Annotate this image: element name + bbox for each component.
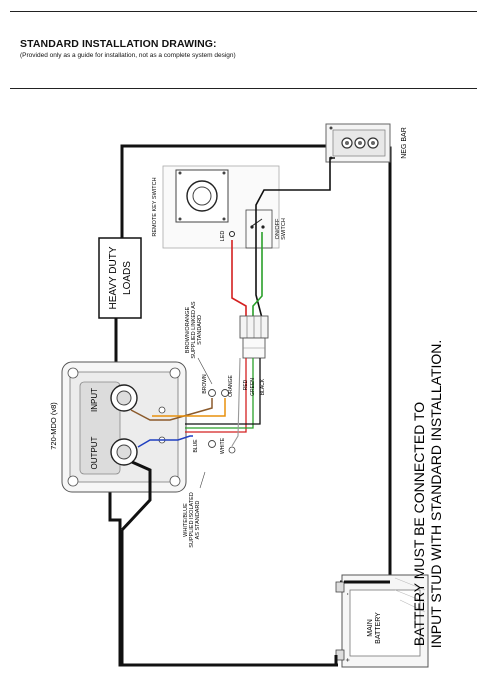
input-stud-nut — [116, 390, 132, 406]
mdo-unit — [61, 361, 187, 493]
screw-icon — [222, 217, 226, 221]
wire-connector — [239, 315, 269, 359]
neg-bar — [325, 123, 391, 163]
main-battery-label-1: MAIN — [367, 619, 374, 637]
white-blue-note-3: AS STANDARD — [195, 501, 201, 540]
main-battery — [335, 574, 429, 668]
red-wire — [231, 240, 247, 318]
output-stud-nut — [116, 444, 132, 460]
page-subtitle: (Provided only as a guide for installati… — [20, 52, 236, 59]
led-label: LED — [220, 231, 226, 242]
blue-label: BLUE — [193, 439, 199, 453]
output-to-battery-cable — [120, 460, 152, 532]
model-label: 720-MDO (v8) — [49, 402, 58, 450]
main-battery-label-2: BATTERY — [375, 612, 382, 644]
screw-icon — [178, 171, 182, 175]
brown-orange-note-3: STANDARD — [197, 315, 203, 345]
key-switch-plate — [175, 169, 229, 223]
brown-orange-note-2: SUPPLIED LINKED AS — [191, 301, 197, 358]
brown-label: BROWN — [202, 374, 208, 394]
white-blue-leader-line — [199, 471, 206, 489]
black-control-wire — [255, 157, 335, 319]
black-label: BLACK — [260, 378, 266, 395]
harness-black — [185, 358, 261, 425]
switch-terminal — [250, 225, 254, 229]
output-label: OUTPUT — [90, 436, 99, 469]
blue-wire — [137, 435, 193, 448]
neg-bar-label: NEG BAR — [401, 127, 408, 159]
harness-green — [185, 358, 254, 429]
key-switch-ring — [192, 186, 212, 206]
orange-wire — [152, 398, 226, 417]
white-blue-note-2: SUPPLIED ISOLATED — [189, 492, 195, 548]
key-switch-knob — [186, 180, 218, 212]
switch-contact — [251, 218, 263, 227]
harness-white — [231, 357, 241, 447]
heavy-duty-loads-label-2: LOADS — [122, 261, 133, 295]
warning-line-2: INPUT STUD WITH STANDARD INSTALLATION. — [428, 340, 444, 649]
heavy-duty-loads-label-1: HEAVY DUTY — [108, 246, 119, 309]
orange-terminal-icon — [221, 389, 229, 397]
top-rule — [10, 11, 477, 12]
input-label: INPUT — [90, 388, 99, 412]
header-rule — [10, 88, 477, 89]
terminal-icon — [158, 406, 166, 414]
green-wire — [252, 232, 263, 318]
white-terminal-icon — [208, 440, 216, 448]
brown-wire — [130, 398, 213, 421]
red-label: RED — [243, 379, 249, 390]
brown-orange-leader-line — [197, 357, 213, 385]
heavy-duty-loads-box — [98, 237, 142, 319]
remote-key-switch-label: REMOTE KEY SWITCH — [152, 177, 158, 236]
on-off-switch-label-2: SWITCH — [281, 218, 287, 240]
orange-label: ORANGE — [228, 375, 234, 397]
brown-orange-note-1: BROWN/ORANGE — [185, 306, 191, 353]
battery-plus-label: + — [345, 658, 352, 662]
switch-terminal — [261, 225, 265, 229]
brown-terminal-icon — [208, 389, 216, 397]
page-title: STANDARD INSTALLATION DRAWING: — [20, 38, 217, 50]
led-icon — [229, 231, 235, 237]
screw-icon — [178, 217, 182, 221]
harness-red — [185, 358, 247, 433]
green-label: GREEN — [250, 378, 256, 396]
battery-minus-label: - — [345, 592, 352, 595]
warning-line-1: BATTERY MUST BE CONNECTED TO — [411, 402, 427, 646]
white-blue-note-1: WHITE/BLUE — [183, 503, 189, 537]
white-label: WHITE — [220, 437, 226, 454]
screw-icon — [222, 171, 226, 175]
on-off-switch-label-1: ON/OFF — [275, 218, 281, 239]
white-wire-terminal-icon — [228, 446, 236, 454]
battery-plus-lead — [120, 530, 338, 667]
on-off-switch-box — [245, 209, 273, 249]
